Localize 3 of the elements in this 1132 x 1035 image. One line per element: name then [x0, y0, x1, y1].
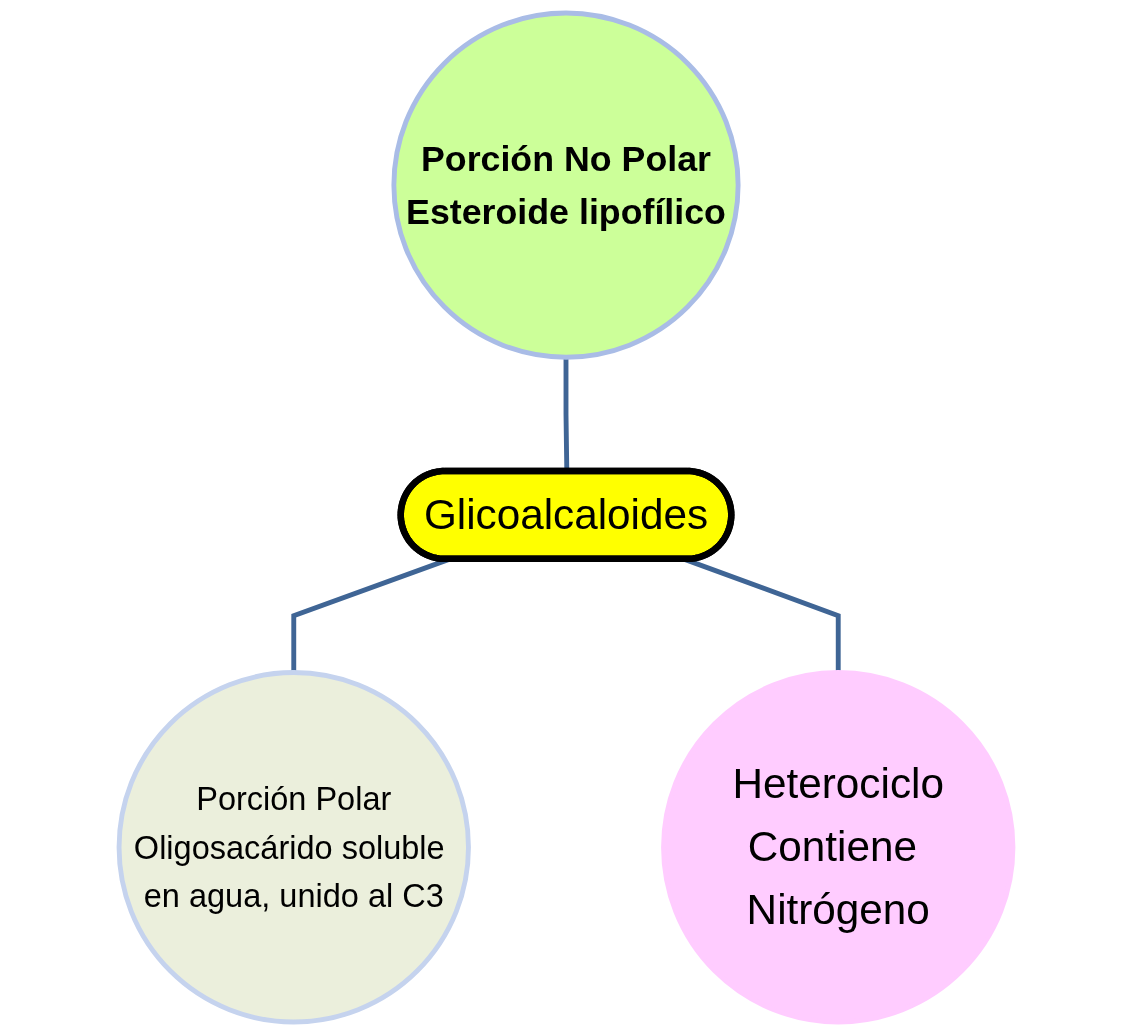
- node-circle: Heterociclo Contiene Nitrógeno: [661, 670, 1016, 1025]
- node-circle: Porción No Polar Esteroide lipofílico: [391, 10, 741, 360]
- node-circle: Porción Polar Oligosacárido soluble en agua, unido al C3: [116, 670, 471, 1025]
